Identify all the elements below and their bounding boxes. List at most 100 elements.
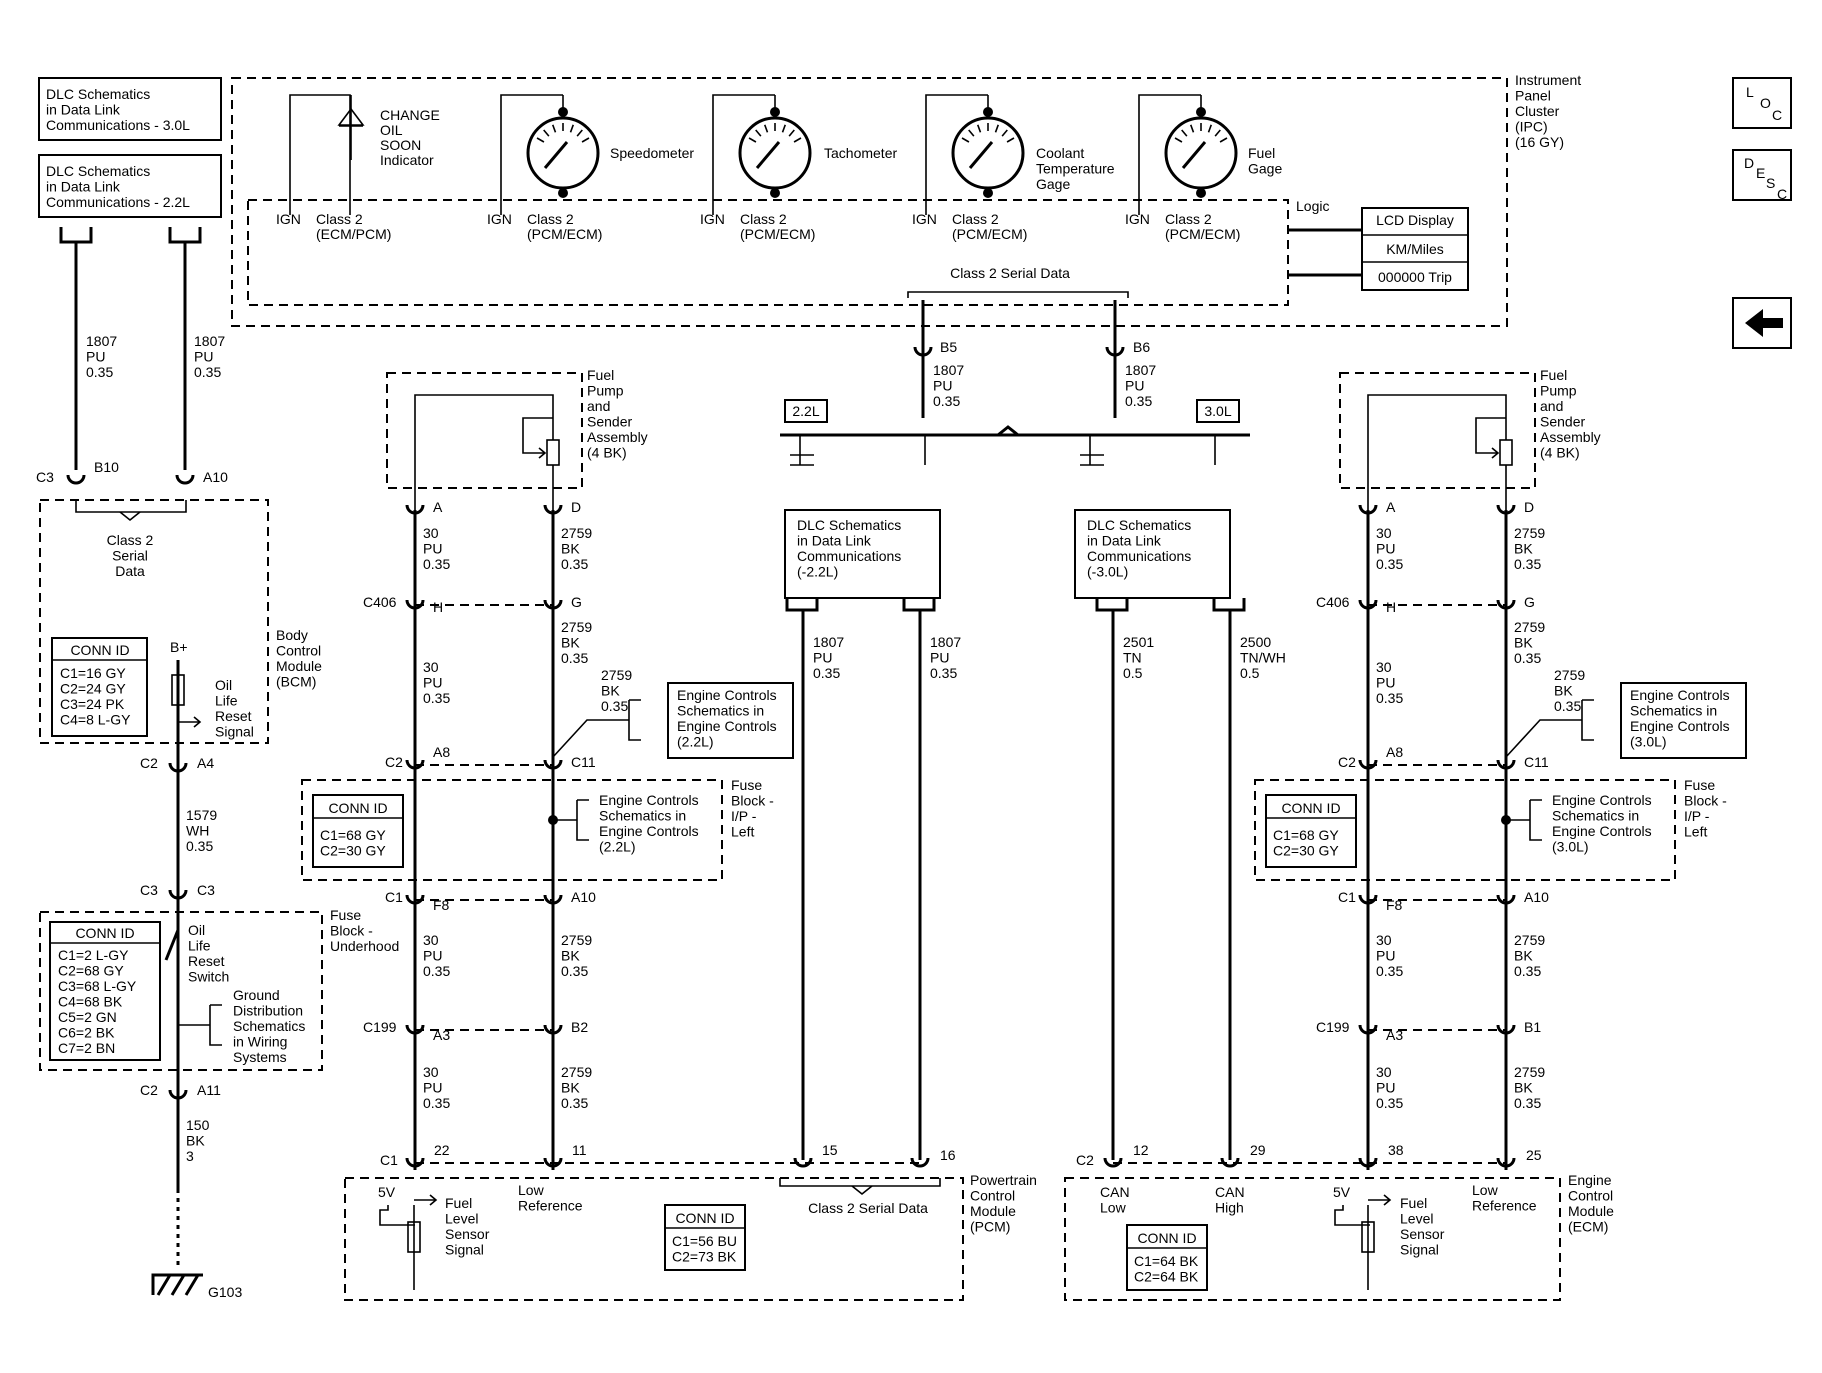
ipc-label: (16 GY)	[1515, 134, 1564, 150]
ecm-outline	[1064, 1177, 1561, 1301]
pcm-side-fuse-ip-conn	[312, 794, 404, 868]
wire-a10-code: 1807	[194, 333, 225, 349]
fuse-uh-switch-label: Oil	[188, 922, 205, 938]
wire-ecm-12-code: 0.5	[1123, 665, 1143, 681]
connector-socket	[405, 599, 425, 610]
ecm-side-wire-2759e: 0.35	[1514, 1095, 1541, 1111]
class2-label: Class 2	[527, 211, 574, 227]
ecm-side-pin-a: A	[1386, 499, 1396, 515]
coolant-gauge-pin	[983, 188, 993, 198]
pcm-side-eng-ref2-tap	[553, 799, 589, 841]
lcd-units: KM/Miles	[1386, 241, 1444, 257]
pcm-side-wire-2759: 2759	[561, 525, 592, 541]
ecm-side-eng-ref-text: Engine Controls	[1630, 687, 1730, 703]
pcm-side-wire-30c: PU	[423, 948, 442, 964]
ecm-side-c2: C2	[1338, 754, 1356, 770]
pcm-side-wire-30b: 30	[423, 659, 439, 675]
connector-socket	[543, 1157, 563, 1168]
ecm-side-eng-ref-tap	[1505, 699, 1594, 758]
class2-label: (PCM/ECM)	[740, 226, 815, 242]
connector-socket	[1496, 599, 1516, 610]
connector-socket	[1496, 894, 1516, 905]
desc-letter: D	[1744, 155, 1754, 171]
ecm-can-low: CAN	[1100, 1184, 1130, 1200]
pcm-label: (PCM)	[970, 1219, 1010, 1235]
ecm-side-pump-label: and	[1540, 398, 1563, 414]
bcm-serial-tap	[119, 511, 141, 522]
wire-150-code: 3	[186, 1148, 194, 1164]
coolant-gauge-tick	[961, 137, 970, 143]
connector-socket	[1358, 1157, 1378, 1168]
pcm-side-f8: F8	[433, 897, 450, 913]
desc-button[interactable]	[1732, 149, 1792, 201]
pcm-side-fuse-ip-text: C1=68 GY	[320, 827, 386, 843]
ecm-can-high: CAN	[1215, 1184, 1245, 1200]
ecm-side-wire-30b: 0.35	[1376, 690, 1403, 706]
pcm-side-pin-a: A	[433, 499, 443, 515]
wire-pcm-16-code: 0.35	[930, 665, 957, 681]
fuse-uh-conn-text: C1=2 L-GY	[58, 947, 129, 963]
ecm-can-low: Low	[1100, 1200, 1127, 1216]
ecm-p12: 12	[1133, 1142, 1149, 1158]
wire-ecm-12-code: 2501	[1123, 634, 1154, 650]
fuse-uh-a11: A11	[197, 1082, 221, 1098]
ecm-side-wire-2759c: 0.35	[1554, 698, 1581, 714]
ecm-side-wire-30c: 30	[1376, 932, 1392, 948]
wire-1579-code: 1579	[186, 807, 217, 823]
ign-label: IGN	[276, 211, 301, 227]
ipc-serial-label: Class 2 Serial Data	[950, 265, 1070, 281]
wire-b5-code: 1807	[933, 362, 964, 378]
ecm-side-wire-2759d: 0.35	[1514, 963, 1541, 979]
wire-b10-code: 1807	[86, 333, 117, 349]
tachometer-gauge-tick	[793, 137, 802, 143]
ecm-side-wire-2759e: 2759	[1514, 1064, 1545, 1080]
speedometer-gauge-tick	[569, 124, 575, 133]
loc-button[interactable]	[1732, 77, 1792, 129]
pcm-side-eng-ref-text: Engine Controls	[677, 687, 777, 703]
bcm-label: Body	[276, 627, 308, 643]
speedometer-label: Speedometer	[610, 145, 694, 161]
indicator-frame	[289, 94, 351, 215]
pcm-fuel-label: Fuel	[445, 1195, 472, 1211]
bcm-conn-box	[51, 637, 148, 737]
pcm-lowref-label: Low	[518, 1182, 545, 1198]
pcm-5v: 5V	[378, 1184, 396, 1200]
pcm-side-wire-2759c: 0.35	[601, 698, 628, 714]
ipc-label: Cluster	[1515, 103, 1560, 119]
dlc30-text: (-3.0L)	[1087, 564, 1128, 580]
ecm-side-fuse-ip-text: C1=68 GY	[1273, 827, 1339, 843]
connector-socket	[793, 1157, 813, 1168]
ecm-side-g: G	[1524, 594, 1535, 610]
pcm-side-eng-ref-box	[667, 682, 794, 759]
ecm-p38: 38	[1388, 1142, 1404, 1158]
fuel-gauge-tick	[1174, 137, 1183, 143]
ecm-conn-text: C2=64 BK	[1134, 1269, 1199, 1285]
pcm-side-pump-label: Fuel	[587, 367, 614, 383]
pcm-side-c1: C1	[385, 889, 403, 905]
pcm-conn-title: CONN ID	[675, 1210, 734, 1226]
wire-b5-code: PU	[933, 378, 952, 394]
wire-pcm-15-code: PU	[813, 650, 832, 666]
lcd-title: LCD Display	[1376, 212, 1454, 228]
fuse-uh-conn-text: C6=2 BK	[58, 1025, 115, 1041]
connector-socket	[1358, 1024, 1378, 1035]
connector-socket	[405, 1024, 425, 1035]
pcm-side-pump-outline	[386, 372, 583, 489]
ecm-fuel-label: Sensor	[1400, 1226, 1445, 1242]
tag-22	[784, 399, 828, 423]
pcm-p15: 15	[822, 1142, 838, 1158]
pcm-side-fuse-ip-label: Fuse	[731, 777, 762, 793]
bcm-serial-label: Serial	[112, 548, 148, 564]
ipc-logic-label: Logic	[1296, 198, 1329, 214]
connector-socket	[1358, 894, 1378, 905]
fuse-uh-label: Underhood	[330, 938, 399, 954]
fuel-gauge-pin	[1196, 188, 1206, 198]
left-arrow-icon	[1745, 309, 1783, 337]
tachometer-gauge-frame	[712, 94, 775, 215]
ecm-side-wire-2759e: BK	[1514, 1080, 1533, 1096]
wire-a10-code: 0.35	[194, 364, 221, 380]
dlc-22-ref-text: Communications - 2.2L	[46, 194, 190, 210]
fuse-uh-switch-label: Reset	[188, 953, 225, 969]
speedometer-gauge-tick	[576, 129, 583, 137]
pcm-side-wire-2759c: 2759	[601, 667, 632, 683]
